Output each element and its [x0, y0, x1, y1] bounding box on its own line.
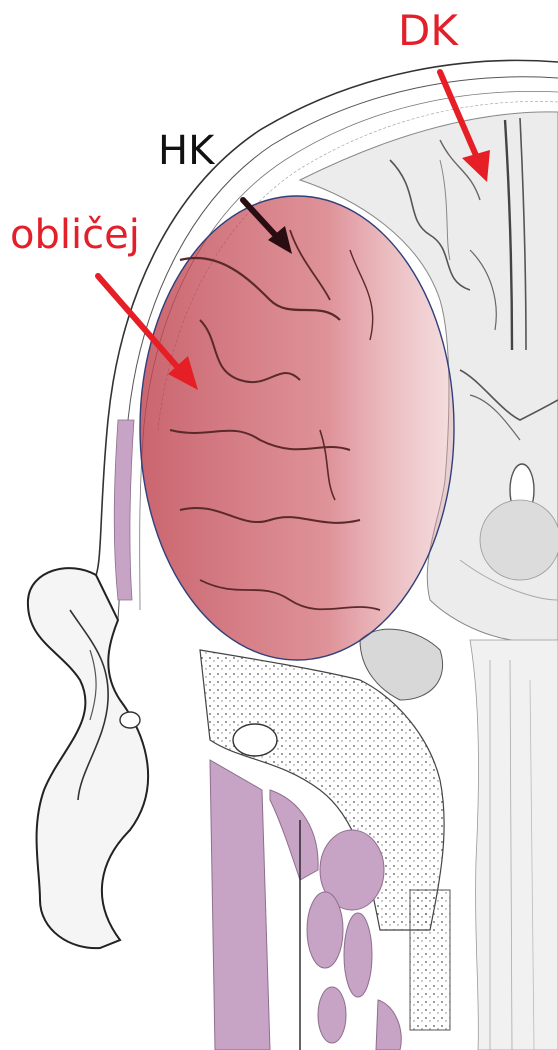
temporal-muscle	[114, 420, 134, 600]
label-hk: HK	[158, 131, 214, 171]
label-face: obličej	[10, 215, 140, 255]
ear	[28, 568, 148, 948]
label-dk: DK	[398, 10, 458, 52]
highlighted-region-ellipse	[140, 196, 454, 660]
brainstem-region	[470, 640, 558, 1050]
